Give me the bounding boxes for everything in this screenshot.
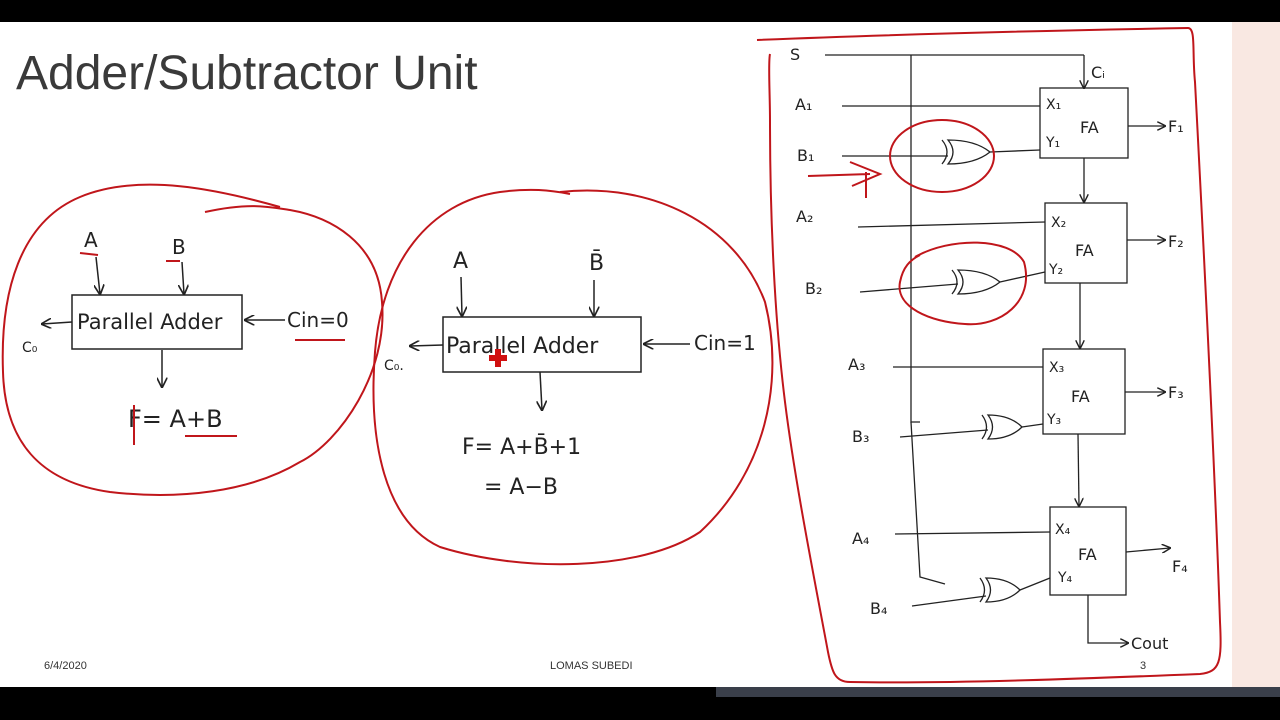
circuit-diagram: S Cᵢ FA X₁ Y₁ A₁ B₁ F₁ xyxy=(756,26,1222,684)
input-b-label-3: B₃ xyxy=(852,427,869,446)
input-a-label-2: A₂ xyxy=(796,207,813,226)
red-arrow-annotation xyxy=(807,161,883,198)
adder-cout-arrow xyxy=(42,322,73,324)
input-b-line-4 xyxy=(911,595,987,607)
select-bus-lower xyxy=(910,182,920,423)
adder-b-arrow xyxy=(182,261,184,294)
adder-input-a: A xyxy=(84,228,98,252)
fa-label-4: FA xyxy=(1078,545,1097,564)
diagram-canvas: Parallel Adder A B Cin=0 C₀ F= A+B Paral… xyxy=(1,26,1222,684)
subtractor-result-line2: = A−B xyxy=(484,475,558,500)
fa-x-label-2: X₂ xyxy=(1051,215,1066,231)
fa-label-3: FA xyxy=(1071,387,1090,406)
adder-diagram: Parallel Adder A B Cin=0 C₀ F= A+B xyxy=(1,183,384,496)
subtractor-result-line1: F= A+B̄+1 xyxy=(462,434,581,460)
xor-out-line-1 xyxy=(989,149,1041,153)
slide-date: 6/4/2020 xyxy=(44,660,87,672)
side-strip xyxy=(1232,22,1280,687)
subtractor-output-arrow xyxy=(540,371,542,410)
adder-block-label: Parallel Adder xyxy=(77,310,223,334)
xor-gate-1 xyxy=(941,139,992,165)
xor-highlight-1 xyxy=(889,119,995,193)
input-a-label-4: A₄ xyxy=(852,529,869,548)
xor-gate-2 xyxy=(951,269,1002,295)
carry-3-4 xyxy=(1078,433,1079,506)
xor-out-line-2 xyxy=(999,271,1046,283)
video-progress-bar xyxy=(716,687,1280,697)
slide: Adder/Subtractor Unit Parallel Adder A B… xyxy=(0,22,1280,687)
slide-author: LOMAS SUBEDI xyxy=(550,660,633,672)
circuit-red-outline xyxy=(756,26,1222,684)
adder-input-b: B xyxy=(172,235,186,259)
fa-y-label-2: Y₂ xyxy=(1048,262,1063,278)
subtractor-a-arrow xyxy=(461,276,462,316)
adder-a-arrow xyxy=(96,256,100,294)
adder-carry-out: C₀ xyxy=(22,340,38,356)
subtractor-carry-out: C₀. xyxy=(384,358,404,374)
output-f-label-3: F₃ xyxy=(1168,383,1184,402)
fa-y-label-1: Y₁ xyxy=(1045,135,1060,151)
input-b-label-2: B₂ xyxy=(805,279,822,298)
input-a-line-2 xyxy=(857,221,1046,228)
xor-gate-3 xyxy=(981,414,1023,440)
fa-stage-1: FA X₁ Y₁ A₁ B₁ F₁ xyxy=(795,87,1184,198)
adder-carry-in: Cin=0 xyxy=(287,308,349,332)
subtractor-input-a: A xyxy=(453,249,468,274)
f-arrow-4 xyxy=(1125,548,1170,552)
input-b-line-2 xyxy=(859,283,959,293)
adder-a-underline xyxy=(79,252,99,256)
input-b-line-3 xyxy=(899,429,989,438)
subtractor-diagram: Parallel Adder A B̄ Cin=1 C₀. F= A+B̄+1 … xyxy=(372,188,774,566)
input-a-line-4 xyxy=(894,531,1051,535)
xor-out-line-4 xyxy=(1019,577,1051,591)
select-label: S xyxy=(790,45,800,64)
fa-stage-4: FA X₄ Y₄ A₄ B₄ F₄ xyxy=(852,506,1188,618)
fa-x-label-4: X₄ xyxy=(1055,522,1071,538)
output-f-label-1: F₁ xyxy=(1168,117,1184,136)
fa-label-2: FA xyxy=(1075,241,1094,260)
subtractor-carry-in: Cin=1 xyxy=(694,331,756,355)
input-b-label-4: B₄ xyxy=(870,599,887,618)
subtractor-block-label: Parallel Adder xyxy=(446,334,599,359)
fa-y-label-4: Y₄ xyxy=(1057,570,1073,586)
xor-gate-4 xyxy=(979,577,1021,603)
input-b-label-1: B₁ xyxy=(797,146,814,165)
output-f-label-2: F₂ xyxy=(1168,232,1184,251)
cout-arrow xyxy=(1087,595,1128,643)
subtractor-parallel-adder-box xyxy=(442,316,642,373)
fa-stage-3: FA X₃ Y₃ A₃ B₃ F₃ xyxy=(848,348,1184,446)
adder-red-outline xyxy=(1,183,384,496)
select-bus-bottom xyxy=(910,421,946,585)
fa-x-label-3: X₃ xyxy=(1049,360,1064,376)
xor-out-line-3 xyxy=(1021,423,1044,428)
adder-result: F= A+B xyxy=(128,405,223,433)
slide-page-number: 3 xyxy=(1140,660,1147,672)
fa-x-label-1: X₁ xyxy=(1046,97,1061,113)
fa-label-1: FA xyxy=(1080,118,1099,137)
subtractor-input-b: B̄ xyxy=(589,250,604,276)
input-a-label-3: A₃ xyxy=(848,355,865,374)
xor-highlight-2 xyxy=(898,241,1027,326)
carry-out-label: Cout xyxy=(1131,634,1168,653)
carry-in-label: Cᵢ xyxy=(1091,63,1105,82)
fa-box-2 xyxy=(1044,202,1128,284)
slide-title: Adder/Subtractor Unit xyxy=(16,47,478,100)
fa-stage-2: FA X₂ Y₂ A₂ B₂ F₂ xyxy=(796,202,1184,326)
cursor-cross-icon xyxy=(489,349,507,367)
subtractor-cout-arrow xyxy=(410,345,444,346)
input-a-label-1: A₁ xyxy=(795,95,812,114)
subtractor-red-outline xyxy=(372,188,774,566)
output-f-label-4: F₄ xyxy=(1172,557,1188,576)
fa-y-label-3: Y₃ xyxy=(1046,412,1061,428)
